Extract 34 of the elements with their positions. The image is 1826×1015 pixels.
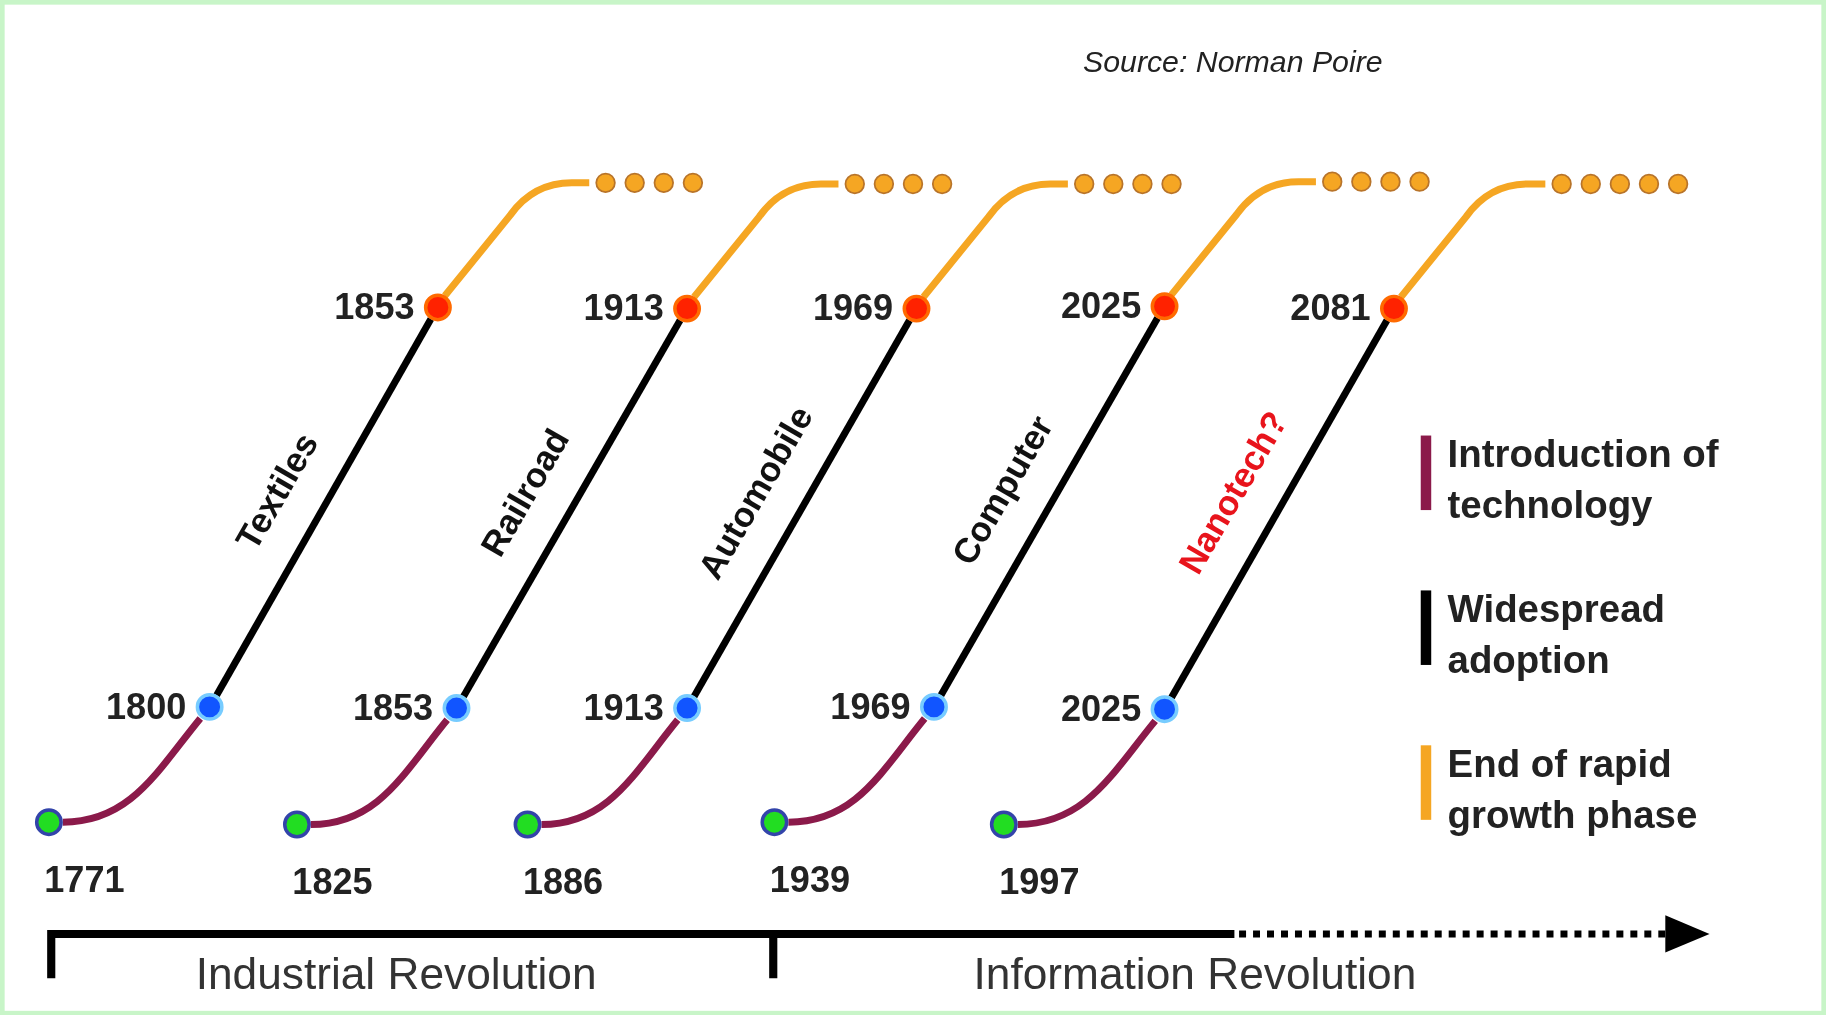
curve-segment [460,318,684,699]
curve-segment [1398,180,1546,300]
curve-segment [691,180,839,300]
legend-label: Introduction of technology [1447,431,1720,529]
curve-segment [1168,318,1390,700]
curve-segment [541,717,681,828]
curve-segment [62,716,204,826]
year-label: 1939 [769,859,851,902]
year-label: 1853 [352,687,434,729]
year-label: 1997 [999,861,1080,904]
curve-segment [442,179,590,298]
curve-segment [213,317,434,697]
year-label: 1913 [583,287,664,330]
year-label: 1969 [830,685,911,728]
curve-segment [691,318,913,699]
source-note: Source: Norman Poire [1083,44,1383,81]
year-label: 2025 [1060,285,1142,328]
year-label: 2081 [1290,287,1371,330]
year-label: 1886 [522,861,604,904]
legend-label: End of rapid growth phase [1447,740,1699,839]
curve-segment [937,316,1161,697]
era-label: Industrial Revolution [195,949,597,1000]
year-label: 1853 [334,286,415,329]
curve-segment [788,716,928,826]
year-label: 1825 [292,861,373,904]
curve-segment [310,717,450,828]
year-label: 1969 [812,287,894,330]
year-label: 2025 [1060,688,1142,731]
year-label: 1913 [583,687,664,729]
curve-segment [1017,718,1158,828]
legend-label: Widespread adoption [1447,585,1666,684]
year-label: 1800 [106,685,187,728]
year-label: 1771 [44,859,125,902]
era-label: Information Revolution [973,949,1417,1000]
